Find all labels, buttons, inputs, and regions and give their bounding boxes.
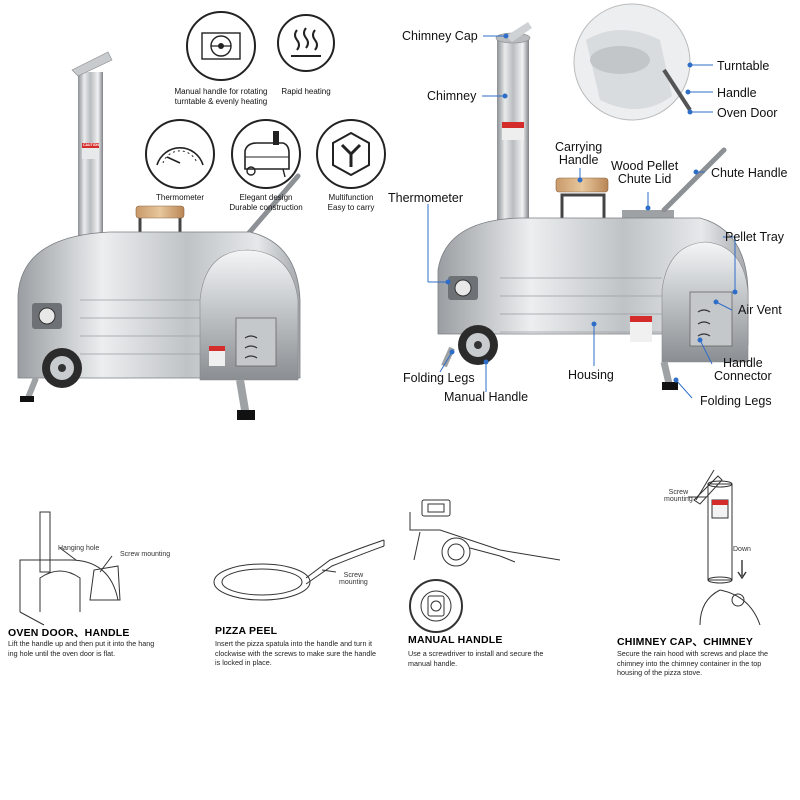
step-desc-pizza-peel: Insert the pizza spatula into the handle… [215,639,405,668]
desc-line: ing hole until the oven door is flat. [8,648,116,658]
pizza-peel-drawing [213,539,385,601]
feature-turntable-handle [186,11,256,81]
label-housing: Housing [568,368,614,382]
callout-chimney-screw: Screw mounting [664,489,693,503]
oven-door [235,317,277,367]
oven-door [689,291,733,347]
desc-line: is locked in place. [215,658,272,667]
step-title-chimney: CHIMNEY CAP、CHIMNEY [617,636,754,648]
label-carrying-handle: Carrying Handle [555,141,602,167]
label-manual-handle: Manual Handle [444,390,529,404]
step-desc-oven-door: Lift the handle up and then put it into … [8,639,198,658]
chimney-cap [71,51,113,77]
feature-elegant-design [231,119,301,189]
feature-caption: Multifunction [328,193,374,202]
chute-handle [661,147,727,213]
wooden-grip [135,205,185,219]
feature-multifunction [316,119,386,189]
feature-text-rapid-heating: Rapid heating [270,87,342,97]
callout-leaders [427,33,738,399]
feature-caption: Durable construction [229,203,303,212]
thermometer-gauge-icon [156,147,204,166]
caution-sticker-text: CAUTION [83,143,99,147]
manual-handle-closeup [409,579,463,633]
callout-line: Screw [668,489,689,496]
feature-text-turntable: Manual handle for rotating turntable & e… [160,87,282,107]
desc-line: manual handle. [408,658,458,668]
label-oven-door: Oven Door [717,106,778,120]
feature-text-elegant: Elegant design Durable construction [220,193,312,213]
pizza-oven-left [17,51,301,420]
pizza-oven-right [437,3,749,390]
folding-leg [25,376,39,400]
label-folding-legs-right: Folding Legs [700,394,772,408]
label-chimney-cap: Chimney Cap [402,29,478,43]
label-line: Handle [723,356,763,370]
label-line: Chute Lid [617,172,672,186]
desc-line: clockwise with the screws to make sure t… [215,648,376,658]
label-air-vent: Air Vent [738,303,782,317]
label-folding-legs-left: Folding Legs [403,371,475,385]
label-line: Connector [714,369,772,383]
feature-caption: Elegant design [239,193,293,202]
feature-thermometer [145,119,215,189]
callout-line: Screw [343,572,364,579]
label-thermometer: Thermometer [388,191,464,205]
label-line: Wood Pellet [611,159,679,173]
oven-door-drawing [19,511,121,626]
desc-line: Secure the rain hood with screws and pla… [617,649,769,658]
feature-caption: turntable & evenly heating [174,97,268,106]
desc-line: chimney into the chimney container in th… [617,658,762,668]
feature-caption: Thermometer [155,193,204,202]
desc-line: Lift the handle up and then put it into … [8,639,155,648]
hexagon-y-icon [332,131,370,177]
callout-line: mounting [664,496,693,503]
heat-waves-icon [291,27,321,57]
label-handle-connector: Handle Connector [714,357,772,383]
label-turntable: Turntable [717,59,770,73]
wooden-grip [555,177,609,193]
step-title-oven-door: OVEN DOOR、HANDLE [8,627,130,639]
chimney-drawing [688,469,761,626]
label-chute-handle: Chute Handle [711,166,788,180]
callout-peel-screw: Screw mounting [339,572,368,586]
label-line: Carrying [555,140,603,154]
step-title-manual-handle: MANUAL HANDLE [408,634,503,646]
callout-hanging-hole: Hanging hole [58,545,100,552]
step-desc-chimney: Secure the rain hood with screws and pla… [617,649,797,678]
label-pellet-tray: Pellet Tray [725,230,785,244]
label-chimney: Chimney [427,89,477,103]
assembly-drawings [19,469,761,633]
feature-caption: Rapid heating [281,87,331,96]
feature-text-multifunction: Multifunction Easy to carry [310,193,392,213]
chimney-cap [506,22,532,42]
carrying-handle [560,193,606,225]
desc-line: housing of the pizza stove. [617,668,703,677]
callout-down: Down [733,546,751,553]
desc-line: Use a screwdriver to install and secure … [408,649,544,658]
oven-icon [244,131,290,178]
label-handle: Handle [717,86,757,100]
step-desc-manual-handle: Use a screwdriver to install and secure … [408,649,588,668]
label-line: Handle [558,153,599,167]
feature-caption: Easy to carry [327,203,375,212]
desc-line: Insert the pizza spatula into the handle… [215,639,373,648]
callout-screw-mounting: Screw mounting [120,551,171,558]
feature-rapid-heating [277,14,335,72]
feature-caption: Manual handle for rotating [174,87,268,96]
step-title-pizza-peel: PIZZA PEEL [215,625,278,637]
turntable-handle-icon [201,32,241,60]
callout-line: mounting [339,579,368,586]
feature-text-thermometer: Thermometer [140,193,220,203]
label-wood-pellet-chute-lid: Wood Pellet Chute Lid [611,160,678,186]
manual-handle-drawing [409,499,561,567]
